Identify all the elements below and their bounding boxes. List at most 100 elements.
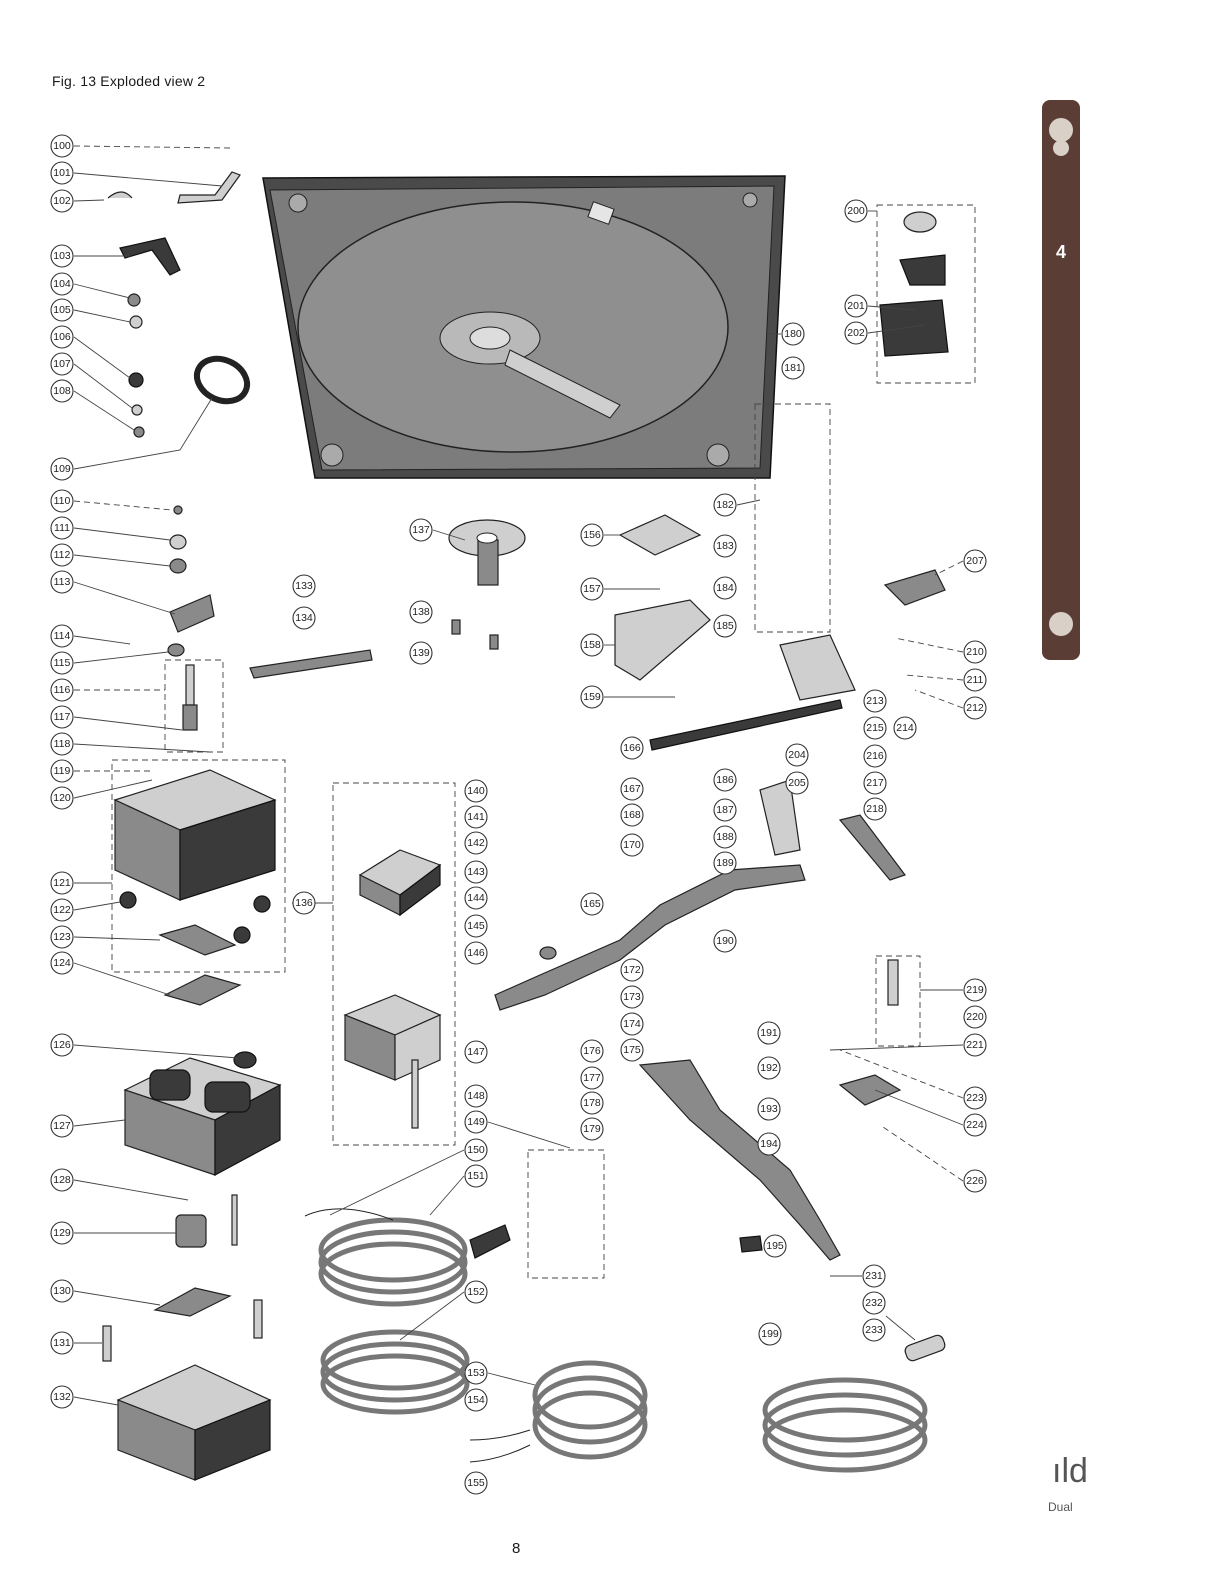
callout-circle: [862, 1291, 886, 1315]
part-callout-131: 131: [50, 1331, 74, 1355]
part-callout-179: 179: [580, 1117, 604, 1141]
callout-circle: [713, 493, 737, 517]
part-callout-147: 147: [464, 1040, 488, 1064]
part-callout-140: 140: [464, 779, 488, 803]
callout-number: 175: [623, 1044, 641, 1056]
part-callout-149: 149: [464, 1110, 488, 1134]
callout-circle: [50, 457, 74, 481]
callout-number: 152: [467, 1286, 485, 1298]
callout-circle: [580, 1039, 604, 1063]
part-callout-176: 176: [580, 1039, 604, 1063]
callout-number: 191: [760, 1027, 778, 1039]
part-callout-200: 200: [844, 199, 868, 223]
part-callout-108: 108: [50, 379, 74, 403]
part-callout-151: 151: [464, 1164, 488, 1188]
callout-number: 111: [54, 522, 70, 534]
callout-circle: [50, 1221, 74, 1245]
part-callout-122: 122: [50, 898, 74, 922]
callout-number: 178: [583, 1097, 601, 1109]
callout-number: 132: [53, 1391, 71, 1403]
tab-screw: [1053, 140, 1069, 156]
callout-circle: [863, 716, 887, 740]
callout-number: 139: [412, 647, 430, 659]
part-callout-174: 174: [620, 1012, 644, 1036]
part-callout-136: 136: [292, 891, 316, 915]
left-column-parts: [102, 171, 282, 1481]
callout-circle: [464, 831, 488, 855]
callout-circle: [713, 768, 737, 792]
callout-circle: [464, 860, 488, 884]
callout-number: 102: [53, 195, 71, 207]
callout-circle: [50, 678, 74, 702]
callout-number: 103: [53, 250, 71, 262]
callout-number: 181: [784, 362, 802, 374]
part-callout-201: 201: [844, 294, 868, 318]
part-callout-127: 127: [50, 1114, 74, 1138]
callout-circle: [50, 543, 74, 567]
callout-number: 109: [53, 463, 71, 475]
callout-number: 119: [54, 765, 71, 777]
part-callout-121: 121: [50, 871, 74, 895]
callout-number: 145: [467, 920, 485, 932]
callout-number: 141: [467, 811, 485, 823]
part-callout-105: 105: [50, 298, 74, 322]
callout-circle: [50, 489, 74, 513]
callout-circle: [464, 805, 488, 829]
callout-circle: [580, 685, 604, 709]
callout-number: 193: [760, 1103, 778, 1115]
callout-circle: [464, 1040, 488, 1064]
callout-circle: [50, 516, 74, 540]
callout-circle: [464, 779, 488, 803]
callout-circle: [464, 1138, 488, 1162]
callout-circle: [50, 732, 74, 756]
callout-number: 146: [467, 947, 485, 959]
callout-number: 107: [53, 358, 71, 370]
part-callout-184: 184: [713, 576, 737, 600]
part-callout-130: 130: [50, 1279, 74, 1303]
callout-number: 124: [53, 957, 71, 969]
part-callout-126: 126: [50, 1033, 74, 1057]
part-callout-107: 107: [50, 352, 74, 376]
callout-circle: [50, 705, 74, 729]
part-callout-113: 113: [50, 570, 74, 594]
callout-circle: [620, 1012, 644, 1036]
callout-number: 120: [53, 792, 71, 804]
callout-number: 168: [623, 809, 641, 821]
callout-circle: [713, 576, 737, 600]
part-callout-137: 137: [409, 518, 433, 542]
callout-circle: [50, 1033, 74, 1057]
callout-circle: [620, 985, 644, 1009]
callout-number: 153: [467, 1367, 485, 1379]
callout-circle: [580, 633, 604, 657]
part-callout-182: 182: [713, 493, 737, 517]
callout-circle: [757, 1097, 781, 1121]
callout-circle: [713, 534, 737, 558]
part-callout-221: 221: [963, 1033, 987, 1057]
callout-circle: [844, 199, 868, 223]
callout-circle: [713, 798, 737, 822]
part-callout-207: 207: [963, 549, 987, 573]
callout-number: 100: [53, 140, 71, 152]
part-callout-192: 192: [757, 1056, 781, 1080]
callout-circle: [464, 1471, 488, 1495]
callout-circle: [963, 1033, 987, 1057]
part-callout-216: 216: [863, 744, 887, 768]
callout-circle: [580, 1091, 604, 1115]
page-number: 8: [512, 1540, 521, 1557]
callout-circle: [50, 898, 74, 922]
callout-circle: [785, 771, 809, 795]
part-callout-173: 173: [620, 985, 644, 1009]
callout-number: 126: [53, 1039, 71, 1051]
callout-number: 148: [467, 1090, 485, 1102]
part-callout-124: 124: [50, 951, 74, 975]
part-callout-172: 172: [620, 958, 644, 982]
part-callout-119: 119: [50, 759, 74, 783]
callout-number: 179: [583, 1123, 601, 1135]
part-callout-211: 211: [963, 668, 987, 692]
part-callout-133: 133: [292, 574, 316, 598]
callout-circle: [580, 1117, 604, 1141]
callout-circle: [757, 1021, 781, 1045]
callout-number: 123: [53, 931, 71, 943]
part-callout-150: 150: [464, 1138, 488, 1162]
